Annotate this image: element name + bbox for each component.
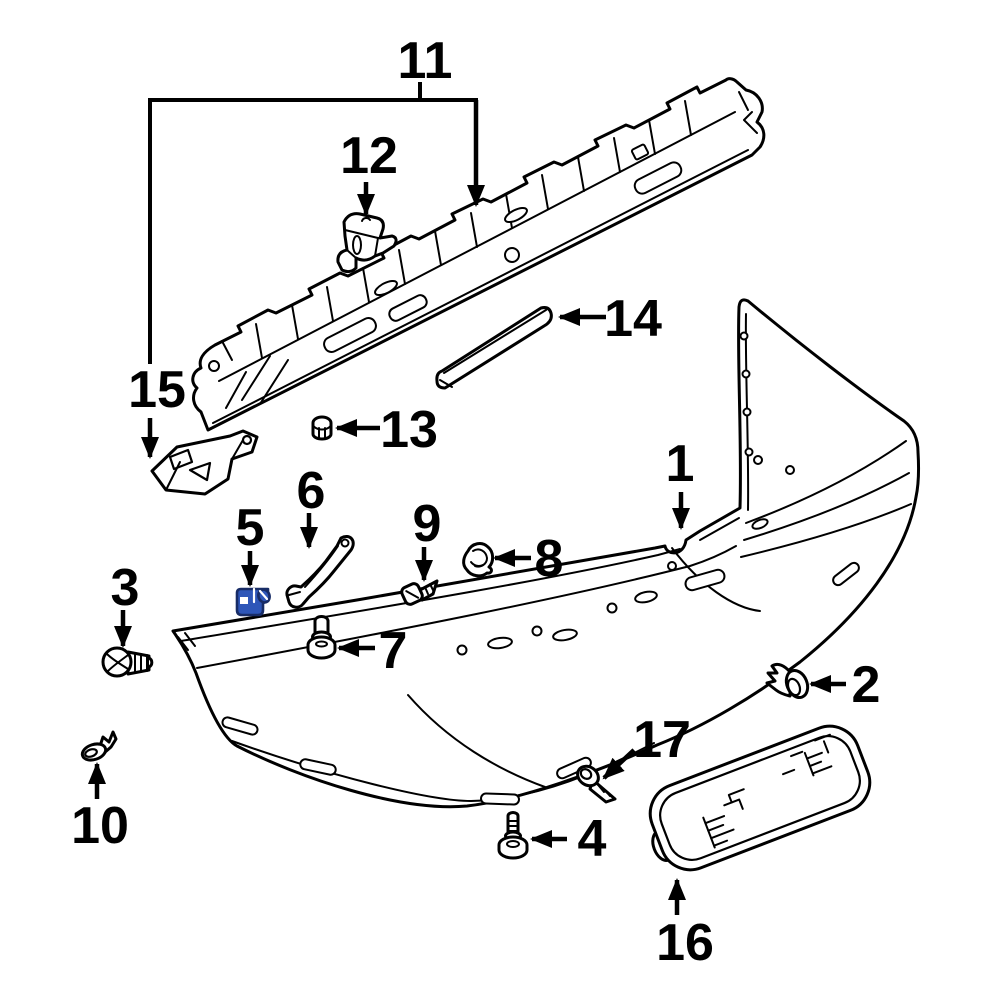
- callout-label-2[interactable]: 2: [852, 656, 881, 714]
- part-3-grommet[interactable]: [101, 646, 154, 678]
- impact-bar-bottom-fold: [212, 149, 749, 424]
- callout-label-8[interactable]: 8: [535, 530, 564, 588]
- molding-strip-edge: [443, 309, 547, 374]
- callout-label-9[interactable]: 9: [413, 495, 442, 553]
- part-4-bolt[interactable]: [497, 811, 529, 860]
- callout-label-16[interactable]: 16: [656, 914, 714, 972]
- part-13-cap-nut[interactable]: [311, 415, 333, 441]
- callout-label-1[interactable]: 1: [666, 435, 695, 493]
- callout-11-bracket-line: [148, 82, 478, 364]
- callout-label-3[interactable]: 3: [111, 559, 140, 617]
- part-12-clamp-clip[interactable]: [336, 212, 398, 274]
- bumper-cover-holes: [221, 331, 860, 806]
- molding-strip-end: [439, 379, 453, 388]
- impact-bar-holes: [208, 143, 683, 372]
- part-15-bracket[interactable]: [150, 429, 259, 496]
- part-9-screw[interactable]: [400, 579, 439, 606]
- part-5-highlighted-clip[interactable]: [235, 587, 271, 617]
- callout-label-14[interactable]: 14: [604, 290, 662, 348]
- part-6-support-bracket[interactable]: [285, 535, 355, 609]
- clip-cutout: [240, 597, 248, 604]
- part-16-side-marker-lamp[interactable]: [635, 718, 878, 882]
- callout-label-13[interactable]: 13: [380, 401, 438, 459]
- callout-label-15[interactable]: 15: [128, 361, 186, 419]
- part-14-molding-strip[interactable]: [435, 306, 553, 390]
- part-11-impact-bar[interactable]: [191, 77, 766, 432]
- callout-label-4[interactable]: 4: [578, 810, 607, 868]
- leader-arrows: [88, 100, 846, 915]
- part-7-bolt[interactable]: [306, 615, 337, 660]
- impact-bar-end-braces: [221, 91, 758, 409]
- callout-label-6[interactable]: 6: [297, 462, 326, 520]
- callout-label-5[interactable]: 5: [236, 499, 265, 557]
- part-1-bumper-cover[interactable]: [171, 298, 921, 809]
- lamp-hatch-marks: [702, 733, 833, 849]
- callout-label-12[interactable]: 12: [340, 127, 398, 185]
- callout-label-11[interactable]: 11: [398, 32, 453, 90]
- part-17-push-rivet[interactable]: [574, 762, 617, 804]
- part-2-push-pin[interactable]: [765, 662, 812, 700]
- impact-bar-ribs: [255, 100, 692, 359]
- callout-label-10[interactable]: 10: [71, 797, 129, 855]
- part-8-clip-nut[interactable]: [462, 542, 495, 578]
- part-10-push-pin[interactable]: [80, 730, 118, 763]
- callout-label-7[interactable]: 7: [379, 622, 408, 680]
- callout-label-17[interactable]: 17: [633, 711, 691, 769]
- callout-17-arrow: [602, 748, 636, 780]
